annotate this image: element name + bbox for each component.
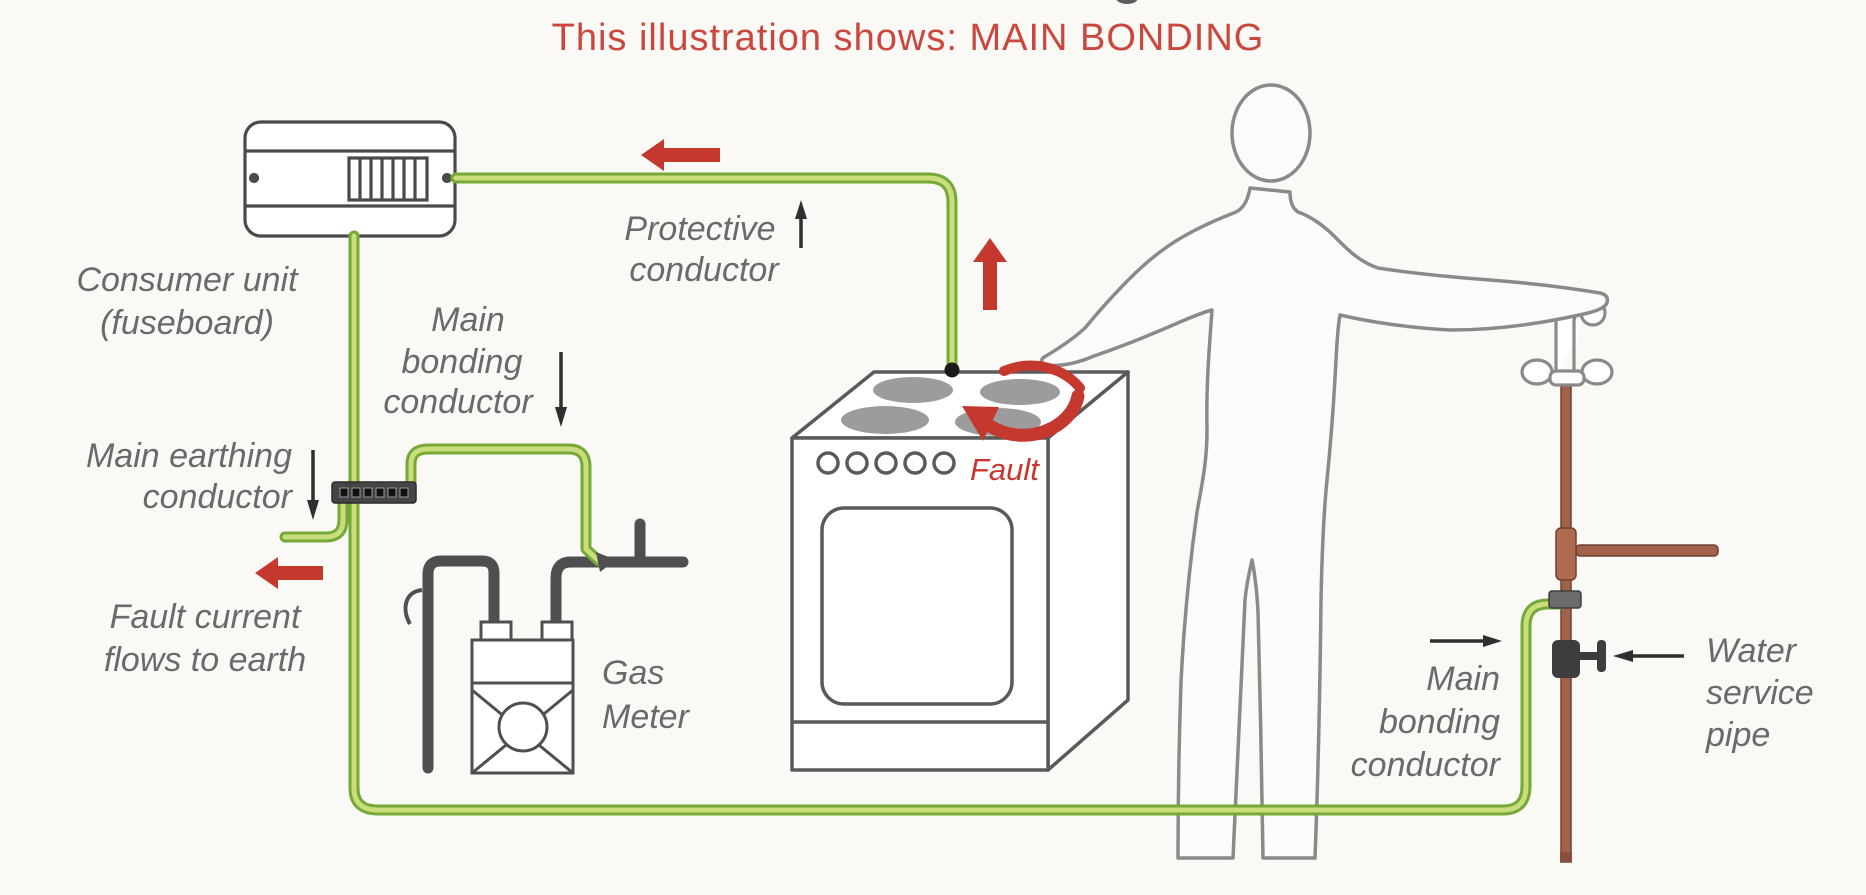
gas-meter-label: Meter — [602, 698, 691, 736]
valve-body — [1552, 640, 1580, 678]
gas-pipe-right — [550, 556, 689, 628]
cooker-knobs — [816, 451, 956, 475]
hotplate-icon — [980, 379, 1060, 405]
tap-handle-left — [1520, 358, 1554, 386]
hotplate-icon — [873, 377, 953, 403]
knob-icon — [874, 451, 898, 475]
fault-curved-arrowhead-icon — [962, 406, 999, 441]
water-bonding-label: Main — [1426, 660, 1500, 698]
fault-label: Fault — [970, 452, 1040, 487]
pipe-end-cap — [1560, 852, 1572, 862]
water-service-pipe-label: Water — [1706, 632, 1798, 670]
tap-handle-right — [1580, 358, 1614, 386]
valve-stem — [1578, 652, 1600, 660]
gas-meter-label: Gas — [602, 654, 664, 692]
water-bonding-label: conductor — [1351, 746, 1502, 784]
knob-icon — [816, 451, 840, 475]
protective-conductor-label: Protective — [624, 210, 775, 248]
gas-pipe-hook — [403, 588, 423, 625]
gas-pipe-left — [422, 555, 500, 774]
meter-inlet — [540, 620, 574, 642]
pipe-coupling — [1555, 527, 1577, 581]
gas-installation — [403, 518, 689, 775]
oven-door — [820, 506, 1014, 706]
pointer-arrows — [307, 200, 1684, 662]
water-pipe-branch — [1575, 544, 1719, 557]
red-arrows — [255, 139, 1085, 589]
fault-curved-arrow-icon — [983, 389, 1085, 442]
terminal-dot — [441, 172, 453, 184]
water-bonding-clamp — [1548, 590, 1582, 609]
fault-to-earth-arrow-icon — [255, 557, 323, 589]
stopcock-valve — [1552, 640, 1606, 678]
tap-collar — [1548, 369, 1586, 387]
gas-bonding-label: conductor — [383, 383, 534, 421]
meter-inlet — [479, 620, 513, 642]
earth-bar-terminals — [339, 487, 409, 498]
hotplate-icon — [841, 406, 929, 434]
knob-icon — [932, 451, 956, 475]
water-pipe-left-arrowhead-icon — [1613, 650, 1633, 662]
terminal-dot — [248, 172, 260, 184]
fault-flow-up-arrow-icon — [973, 238, 1007, 310]
water-pipe-vertical — [1560, 385, 1572, 863]
main-earthing-label: Main earthing — [86, 437, 292, 475]
valve-handle — [1597, 640, 1606, 672]
consumer-unit-label: Consumer unit — [76, 261, 299, 299]
knob-icon — [845, 451, 869, 475]
cooker-connection-dot — [944, 362, 960, 378]
top-edge-smudge — [1116, 0, 1138, 4]
labels: Consumer unit (fuseboard) Protective con… — [76, 210, 1813, 784]
person — [1040, 83, 1610, 860]
meter-dial — [497, 701, 549, 753]
water-bonding-label: bonding — [1379, 703, 1500, 741]
knob-icon — [903, 451, 927, 475]
person-body — [1040, 186, 1610, 860]
earthing-down-arrowhead-icon — [307, 500, 319, 520]
water-service-pipe-label: service — [1706, 674, 1814, 712]
diagram-title: This illustration shows: MAIN BONDING — [552, 17, 1265, 59]
consumer-unit-label: (fuseboard) — [100, 304, 274, 342]
person-head — [1230, 83, 1312, 183]
consumer-unit — [243, 120, 457, 238]
gas-meter-body — [470, 620, 575, 775]
earth-bar — [331, 481, 417, 504]
main-earthing-terminal — [331, 481, 417, 504]
gas-bonding-down-arrowhead-icon — [555, 407, 567, 427]
gas-pipes — [422, 518, 689, 774]
gas-bonding-label: Main — [431, 301, 505, 339]
fault-flow-left-arrow-icon — [641, 139, 720, 171]
cooker — [790, 370, 1130, 772]
fuse-bars — [358, 158, 417, 200]
water-bonding-right-arrowhead-icon — [1483, 635, 1502, 647]
fault-current-label: Fault current — [110, 598, 302, 636]
cooker-side-face — [1046, 370, 1130, 772]
water-service-pipe-label: pipe — [1705, 716, 1770, 754]
protective-conductor-label: conductor — [629, 251, 780, 289]
fault-curved-arrow-tail-icon — [999, 360, 1085, 393]
gas-bonding-clamp — [596, 552, 616, 572]
water-installation — [1520, 296, 1719, 863]
fault-current-label: flows to earth — [104, 641, 306, 679]
main-earthing-label: conductor — [143, 478, 294, 516]
protective-up-arrowhead-icon — [795, 200, 807, 219]
gas-bonding-label: bonding — [401, 343, 522, 381]
